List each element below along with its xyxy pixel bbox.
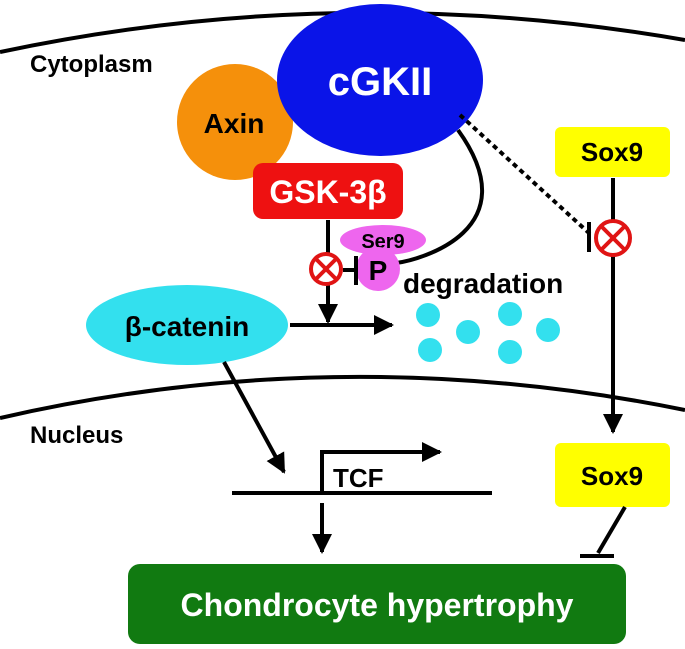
phospho-node bbox=[356, 247, 400, 291]
gsk3b-block-icon bbox=[309, 252, 343, 286]
fragment bbox=[498, 302, 522, 326]
tcf-label: TCF bbox=[333, 463, 384, 493]
fragment bbox=[536, 318, 560, 342]
axin-label: Axin bbox=[204, 108, 265, 139]
sox9-cytoplasm-label: Sox9 bbox=[581, 137, 643, 167]
sox9-inhibit-line bbox=[596, 505, 627, 555]
nucleus-label: Nucleus bbox=[30, 422, 123, 449]
sox9-nucleus-node bbox=[555, 443, 670, 507]
gsk3b-node bbox=[253, 163, 403, 219]
cgkii-label: cGKII bbox=[328, 60, 432, 104]
sox9-cytoplasm-node bbox=[555, 127, 670, 177]
fragment bbox=[418, 338, 442, 362]
beta-catenin-to-nucleus-arrow bbox=[222, 361, 286, 474]
cgkii-sox9-dashed-line bbox=[458, 113, 592, 236]
ser9-label: Ser9 bbox=[361, 231, 404, 253]
axin-node bbox=[177, 64, 293, 180]
cgkii-node bbox=[277, 4, 483, 156]
ser9-node bbox=[340, 225, 426, 255]
degradation-label: degradation bbox=[403, 268, 563, 299]
fragment bbox=[416, 303, 440, 327]
outcome-label: Chondrocyte hypertrophy bbox=[181, 587, 574, 623]
phospho-label: P bbox=[369, 255, 388, 286]
cgkii-to-phospho-arrow bbox=[395, 128, 485, 265]
fragment bbox=[456, 320, 480, 344]
beta-catenin-node bbox=[86, 285, 288, 365]
outcome-box bbox=[128, 564, 626, 644]
fragment bbox=[498, 340, 522, 364]
transcription-start-arrow bbox=[320, 442, 442, 493]
sox9-nucleus-label: Sox9 bbox=[581, 461, 643, 491]
nuclear-membrane bbox=[0, 374, 685, 420]
degraded-fragments bbox=[416, 302, 560, 364]
sox9-block-icon bbox=[594, 219, 632, 257]
cytoplasm-label: Cytoplasm bbox=[30, 51, 153, 78]
beta-catenin-label: β-catenin bbox=[125, 311, 249, 342]
gsk3b-label: GSK-3β bbox=[269, 174, 386, 210]
